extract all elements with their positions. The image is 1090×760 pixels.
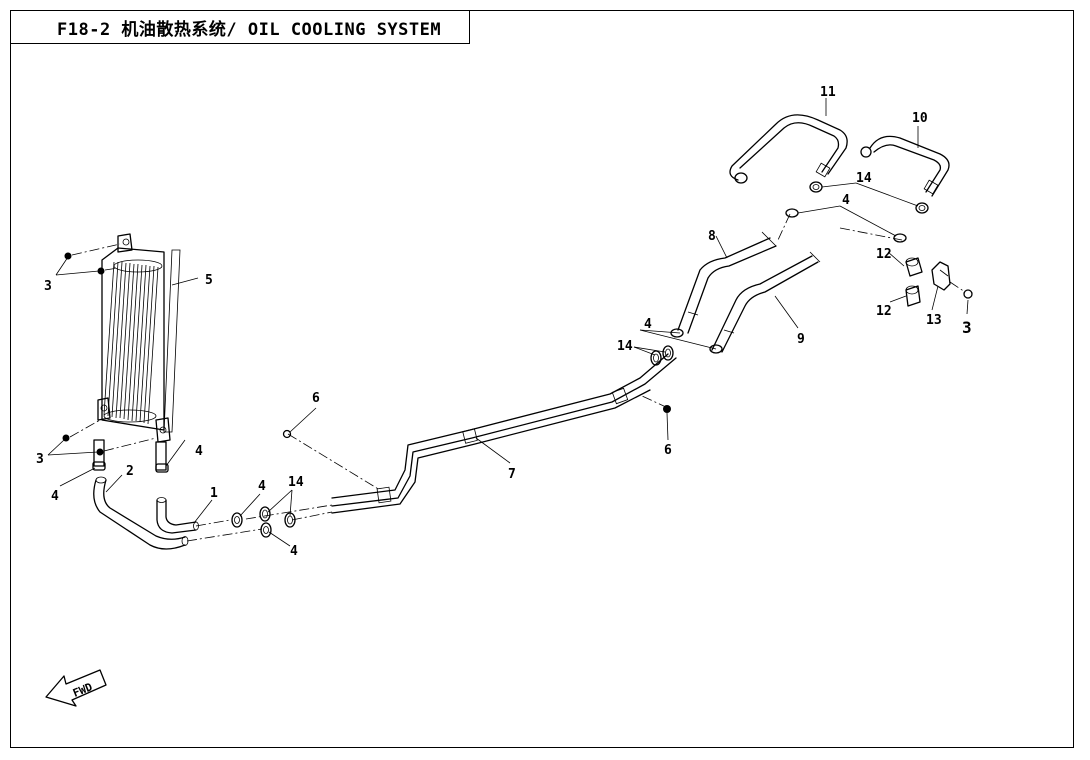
callout-4: 4 <box>644 317 652 332</box>
oil-pipe-7 <box>331 353 677 514</box>
hose-2 <box>93 476 189 550</box>
callout-11: 11 <box>820 85 836 100</box>
clamp-oring-group-left <box>231 506 296 538</box>
callout-7: 7 <box>508 467 516 482</box>
title-box: F18-2 机油散热系统/ OIL COOLING SYSTEM <box>10 10 470 44</box>
callout-12: 12 <box>876 247 892 262</box>
callout-4: 4 <box>290 544 298 559</box>
drawing-frame <box>10 10 1074 748</box>
callout-13: 13 <box>926 313 942 328</box>
callout-6: 6 <box>312 391 320 406</box>
bolt-3-group <box>62 243 157 456</box>
callout-4: 4 <box>258 479 266 494</box>
fwd-arrow: FWD <box>45 669 107 707</box>
callout-14: 14 <box>288 475 304 490</box>
callout-12: 12 <box>876 304 892 319</box>
pipe-10 <box>860 135 950 197</box>
callout-3: 3 <box>962 318 972 337</box>
callout-4: 4 <box>842 193 850 208</box>
callout-2: 2 <box>126 464 134 479</box>
bolt-3-right <box>963 289 973 299</box>
callout-1: 1 <box>210 486 218 501</box>
callout-9: 9 <box>797 332 805 347</box>
callout-4: 4 <box>195 444 203 459</box>
callout-14: 14 <box>856 171 872 186</box>
callout-10: 10 <box>912 111 928 126</box>
callout-14: 14 <box>617 339 633 354</box>
clamp-oring-group-mid <box>650 328 723 366</box>
callout-5: 5 <box>205 273 213 288</box>
hose-9 <box>711 251 821 353</box>
bracket-13 <box>931 261 951 291</box>
hose-1 <box>156 497 199 534</box>
hose-clamp-4-cooler <box>92 461 169 473</box>
grommet-12 <box>905 257 923 307</box>
callout-4: 4 <box>51 489 59 504</box>
oil-cooler <box>93 233 181 471</box>
bolt-6-group <box>282 405 671 439</box>
callout-6: 6 <box>664 443 672 458</box>
callout-8: 8 <box>708 229 716 244</box>
leader-lines <box>47 98 969 547</box>
fwd-label: FWD <box>71 680 95 700</box>
callout-3: 3 <box>44 279 52 294</box>
page-title: F18-2 机油散热系统/ OIL COOLING SYSTEM <box>57 19 442 40</box>
hose-8 <box>677 231 777 334</box>
callout-3: 3 <box>36 452 44 467</box>
pipe-11 <box>729 114 848 184</box>
clamp-oring-group-right <box>785 181 929 243</box>
